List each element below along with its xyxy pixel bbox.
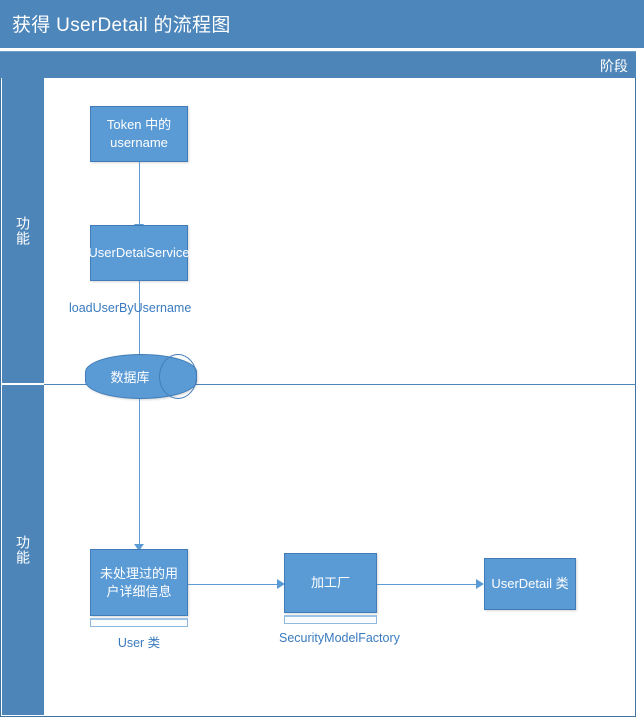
- node-token-username-label: Token 中的 username: [106, 117, 172, 150]
- connector-factory-to-user-detail-class: [377, 584, 477, 585]
- diagram-frame: 功能 功能 Token 中的 username UserDetaiService…: [0, 78, 636, 717]
- node-database[interactable]: 数据库: [85, 354, 197, 399]
- diagram-title-bar: 获得 UserDetail 的流程图: [0, 0, 644, 48]
- swimlane-band-top: 功能: [2, 78, 44, 383]
- node-factory[interactable]: 加工厂: [284, 553, 377, 613]
- swimlane-label-bottom: 功能: [15, 535, 31, 565]
- arrowhead-factory-to-user-detail-class: [476, 579, 484, 589]
- connector-database-to-raw-user-info: [139, 399, 140, 549]
- phase-header-label: 阶段: [600, 58, 628, 74]
- node-token-username[interactable]: Token 中的 username: [90, 106, 188, 162]
- swimlane-band-bottom: 功能: [2, 385, 44, 715]
- annotation-security-model-factory: SecurityModelFactory: [279, 631, 400, 645]
- swimlane-divider: [44, 384, 636, 385]
- edge-label-load-user-by-username: loadUserByUsername: [69, 301, 192, 315]
- bracket-user-class: [90, 618, 188, 627]
- swimlane-label-bottom-wrap: 功能: [2, 385, 44, 715]
- connector-raw-user-info-to-factory: [188, 584, 278, 585]
- node-user-detail-class-label: UserDetail 类: [491, 576, 569, 592]
- node-user-detail-service[interactable]: UserDetaiService: [88, 225, 190, 281]
- page-title: 获得 UserDetail 的流程图: [12, 15, 231, 36]
- bracket-security-model-factory: [284, 615, 377, 624]
- phase-header-band: 阶段: [0, 51, 636, 78]
- node-user-detail-class[interactable]: UserDetail 类: [484, 558, 576, 610]
- node-factory-label: 加工厂: [310, 575, 350, 591]
- node-user-detail-service-label: UserDetaiService: [88, 245, 190, 261]
- annotation-user-class: User 类: [117, 636, 161, 650]
- node-raw-user-info-label: 未处理过的用户详细信息: [99, 565, 178, 599]
- node-database-label: 数据库: [110, 370, 150, 385]
- arrowhead-raw-user-info-to-factory: [277, 579, 285, 589]
- arrowhead-database-to-raw-user-info: [134, 544, 144, 551]
- swimlane-label-top: 功能: [15, 215, 31, 246]
- connector-token-to-service: [139, 162, 140, 226]
- swimlane-label-top-wrap: 功能: [2, 78, 44, 383]
- connector-service-to-database: [139, 281, 140, 367]
- node-raw-user-info[interactable]: 未处理过的用户详细信息: [90, 549, 188, 616]
